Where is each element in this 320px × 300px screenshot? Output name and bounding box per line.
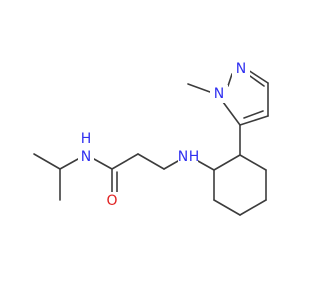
bond-ring-1 bbox=[213, 154, 241, 171]
atom-pyrazole-n2: N bbox=[236, 61, 246, 77]
molecule-structure: N H O N H N N bbox=[33, 60, 269, 216]
bond-pz-n2-c3 bbox=[247, 69, 269, 84]
atom-amide-h: H bbox=[81, 131, 92, 147]
atom-amine-n: N bbox=[178, 149, 188, 165]
bond-ipr-ch3-top bbox=[33, 153, 61, 170]
bond-pz-n1-n2 bbox=[227, 73, 233, 87]
atom-amine-h: H bbox=[189, 149, 200, 165]
bond-pz-c5-n1 bbox=[222, 101, 241, 126]
bond-pz-c4-c5-double bbox=[243, 110, 264, 119]
atom-pyrazole-n1: N bbox=[214, 86, 224, 102]
bond-ch2-ch2 bbox=[137, 153, 165, 170]
bond-pz-c4-c5 bbox=[239, 115, 269, 126]
bond-ring-2 bbox=[239, 154, 267, 171]
bond-ipr-ch-nh bbox=[59, 158, 79, 170]
atom-carbonyl-o: O bbox=[106, 193, 117, 209]
bonds bbox=[33, 69, 269, 216]
bond-ring-4 bbox=[239, 199, 267, 216]
bond-nh-carbonyl bbox=[93, 158, 113, 170]
bond-pz-n2-c3-double bbox=[249, 75, 265, 87]
bond-nh-ring bbox=[197, 160, 215, 171]
bond-ch2-nh bbox=[163, 160, 179, 170]
atom-amide-n: N bbox=[81, 149, 91, 165]
bond-carbonyl-ch2 bbox=[111, 153, 139, 170]
atom-labels: N H O N H N N bbox=[78, 60, 250, 210]
bond-n1-methyl bbox=[187, 83, 211, 93]
bond-ring-5 bbox=[213, 199, 241, 216]
